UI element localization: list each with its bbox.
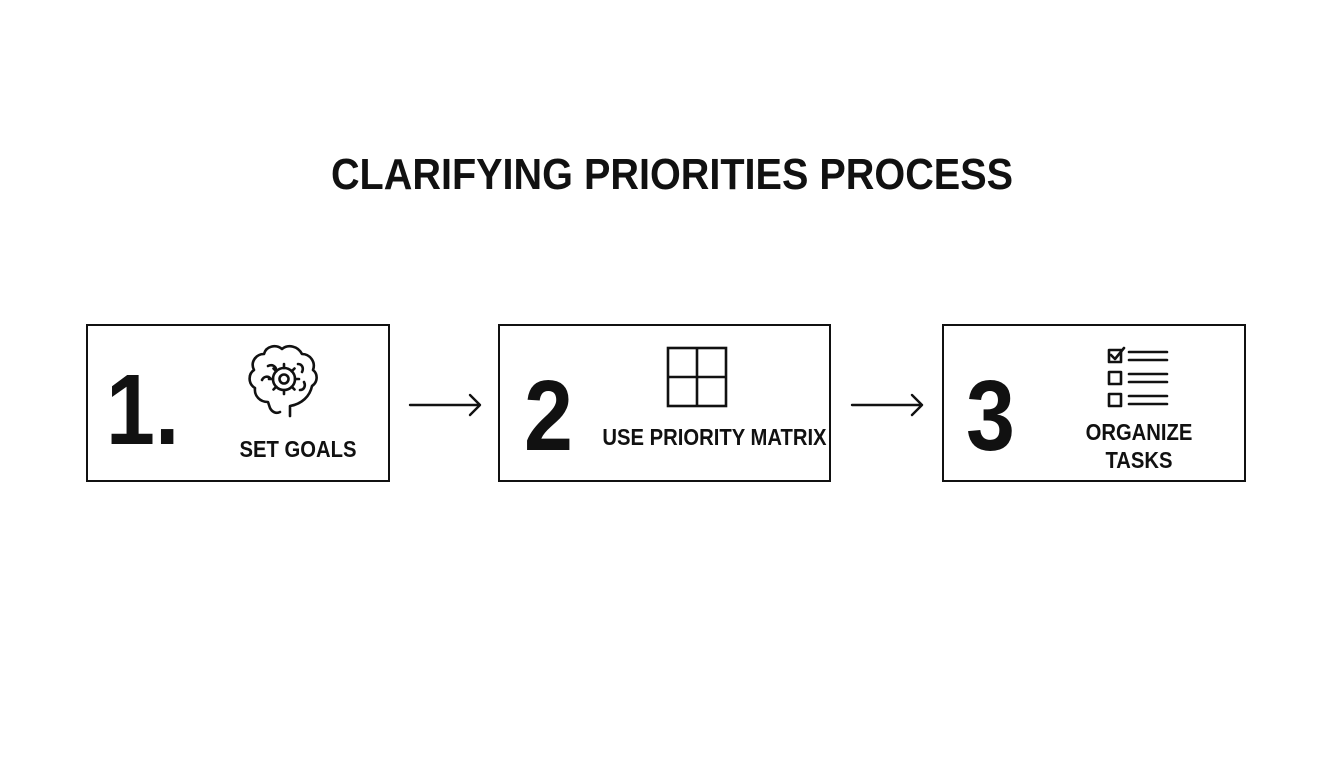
step-box-set-goals: 1. SET GOALS xyxy=(86,324,390,482)
checklist-icon xyxy=(1107,346,1169,408)
brain-gear-icon xyxy=(248,344,318,418)
step-label: USE PRIORITY MATRIX xyxy=(602,424,827,450)
step-label-line-1: ORGANIZE xyxy=(1085,419,1193,445)
arrow-right-icon xyxy=(850,393,924,417)
step-label: ORGANIZE TASKS xyxy=(1073,418,1205,474)
step-number: 2 xyxy=(524,360,573,472)
arrow-right-icon xyxy=(408,393,482,417)
step-label-line-2: TASKS xyxy=(1105,447,1173,473)
grid-matrix-icon xyxy=(666,346,728,408)
step-number: 3 xyxy=(966,360,1015,472)
step-box-use-priority-matrix: 2 USE PRIORITY MATRIX xyxy=(498,324,831,482)
step-label: SET GOALS xyxy=(239,436,357,462)
step-box-organize-tasks: 3 ORGANIZE TASKS xyxy=(942,324,1246,482)
diagram-title: CLARIFYING PRIORITIES PROCESS xyxy=(330,150,1014,199)
step-number: 1. xyxy=(106,354,180,466)
